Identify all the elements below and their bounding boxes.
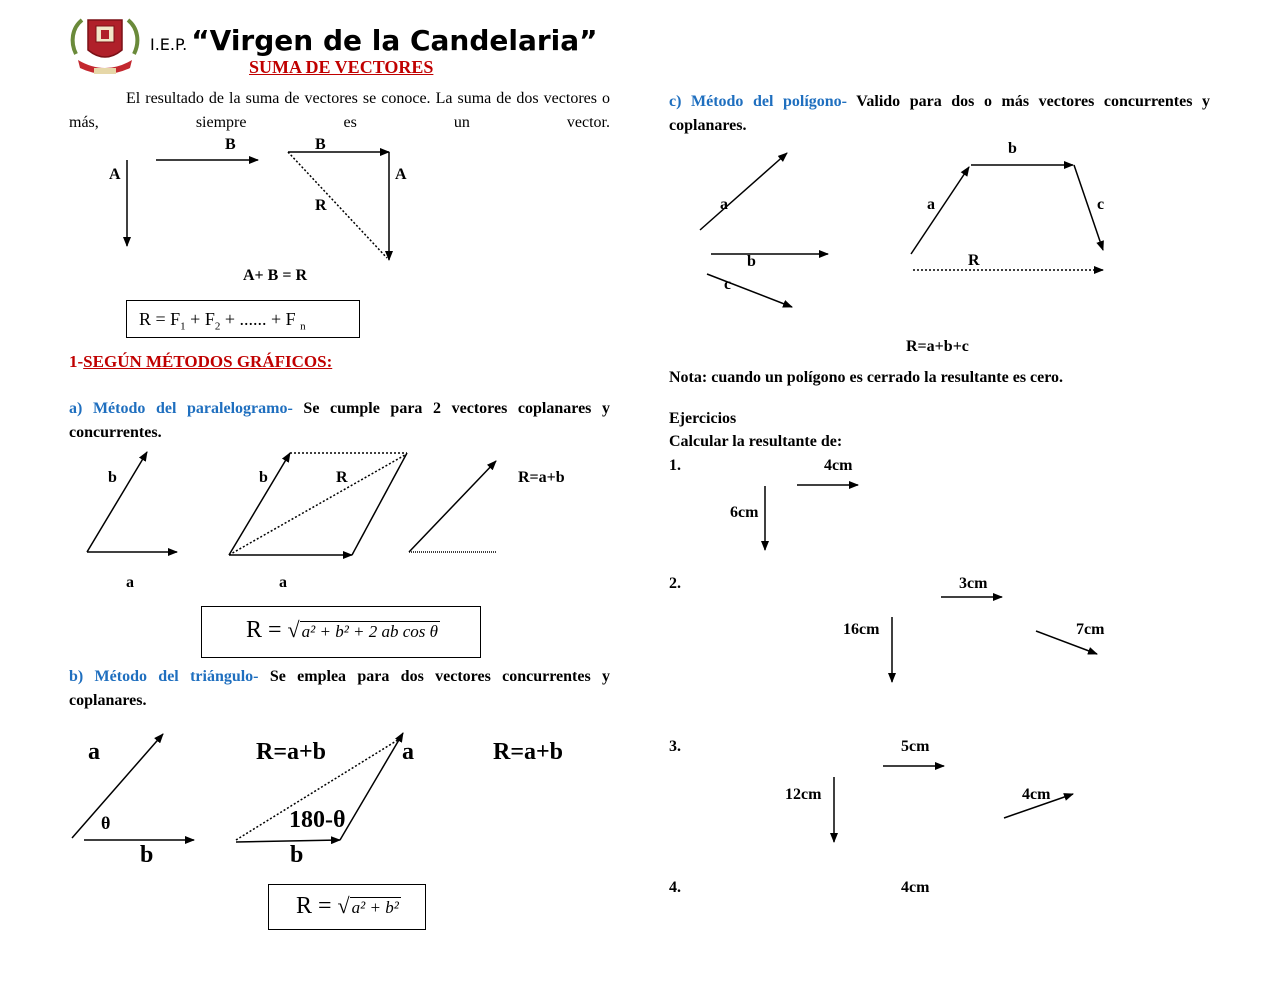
school-crest-icon — [70, 18, 140, 74]
resultant-dotted-line — [287, 151, 388, 259]
label-a: a — [279, 574, 287, 591]
method-c-paragraph: c) Método del polígono- Valido para dos … — [669, 90, 1210, 162]
school-header: I.E.P. “Virgen de la Candelaria” — [150, 24, 598, 57]
school-name: “Virgen de la Candelaria” — [191, 24, 598, 57]
exercises-title: Ejercicios — [669, 410, 737, 427]
label-b: b — [747, 253, 756, 270]
vector-b-arrow — [228, 452, 291, 556]
polygon-diagram — [699, 152, 1104, 308]
vector-magnitude: 16cm — [843, 621, 880, 638]
triangle-diagram — [71, 732, 404, 845]
parallel-right-line — [351, 452, 408, 556]
exercise-number: 1. — [669, 457, 681, 474]
label-b: b — [1008, 140, 1017, 157]
result-label: R=a+b — [256, 739, 327, 765]
method-b-paragraph: b) Método del triángulo- Se emplea para … — [69, 665, 610, 737]
label-a: a — [88, 739, 100, 765]
label-a: a — [402, 739, 414, 765]
method-c-description: Valido para dos o más vectores concurren… — [669, 93, 1210, 134]
vector-a-arrow — [910, 166, 970, 255]
label-c: c — [724, 276, 732, 293]
exercise-diagrams — [761, 481, 1098, 843]
label-a: a — [720, 196, 728, 213]
ex2-7cm-arrow — [1035, 630, 1098, 655]
exercise-number: 2. — [669, 575, 681, 592]
school-prefix: I.E.P. — [150, 35, 188, 54]
label-r: R — [315, 197, 327, 214]
triangle-formula: R = √a² + b² — [296, 893, 401, 919]
vector-magnitude: 3cm — [959, 575, 988, 592]
vector-a-arrow — [699, 152, 788, 231]
parallelogram-formula: R = √a² + b² + 2 ab cos θ — [246, 617, 441, 643]
vector-b-arrow — [86, 451, 148, 553]
vector-magnitude: 4cm — [1022, 786, 1051, 803]
theta-label: θ — [101, 813, 111, 833]
sum-formula: R = F1 + F2 + ...... + F n — [139, 309, 306, 333]
polygon-equation: R=a+b+c — [906, 338, 969, 355]
label-a: a — [126, 574, 134, 591]
label-a: A — [395, 166, 407, 183]
result-label: R=a+b — [518, 469, 565, 486]
label-b: b — [108, 469, 117, 486]
polygon-note: Nota: cuando un polígono es cerrado la r… — [669, 369, 1064, 386]
label-b: b — [140, 842, 154, 868]
resultant-arrow — [408, 460, 497, 553]
method-c-label: c) Método del polígono- — [669, 93, 847, 110]
vector-magnitude: 12cm — [785, 786, 822, 803]
label-b: b — [259, 469, 268, 486]
parallelogram-diagram — [86, 451, 497, 559]
parallelogram-formula-box: R = √a² + b² + 2 ab cos θ — [201, 606, 481, 658]
page-title: SUMA DE VECTORES — [249, 57, 434, 77]
label-a: A — [109, 166, 121, 183]
school-logo — [68, 14, 142, 78]
result-label: R=a+b — [493, 739, 564, 765]
vector-c-arrow — [706, 273, 793, 308]
vector-magnitude: 7cm — [1076, 621, 1105, 638]
vector-magnitude: 5cm — [901, 738, 930, 755]
method-a-description: Se cumple para 2 vectores coplanares y c… — [69, 400, 611, 441]
label-b: b — [290, 842, 304, 868]
label-r: R — [336, 469, 348, 486]
intro-paragraph: El resultado de la suma de vectores se c… — [69, 87, 610, 159]
intro-vector-diagram — [123, 148, 393, 261]
method-a-paragraph: a) Método del paralelogramo- Se cumple p… — [69, 397, 610, 469]
method-b-label: b) Método del triángulo- — [69, 668, 259, 685]
label-c: c — [1097, 196, 1105, 213]
formula-radicand: a² + b² — [349, 897, 401, 917]
method-b-description: Se emplea para dos vectores concurrentes… — [69, 668, 611, 709]
resultant-dotted-line — [228, 454, 406, 556]
vector-a-arrow — [71, 733, 164, 839]
vector-magnitude: 4cm — [901, 879, 930, 896]
vector-a-arrow — [339, 732, 404, 841]
label-r: R — [968, 252, 980, 269]
exercise-number: 3. — [669, 738, 681, 755]
angle-label: 180-θ — [289, 807, 346, 833]
vector-magnitude: 4cm — [824, 457, 853, 474]
exercises-prompt: Calcular la resultante de: — [669, 433, 843, 450]
formula-radicand: a² + b² + 2 ab cos θ — [299, 621, 441, 641]
intro-equation: A+ B = R — [243, 267, 308, 284]
intro-text: El resultado de la suma de vectores se c… — [69, 90, 610, 131]
triangle-formula-box: R = √a² + b² — [268, 884, 426, 930]
ex3-4cm-arrow — [1003, 793, 1074, 819]
vector-b-arrow — [235, 836, 341, 845]
exercise-number: 4. — [669, 879, 681, 896]
vector-c-arrow — [1073, 164, 1104, 251]
sum-formula-box: R = F1 + F2 + ...... + F n — [126, 300, 360, 338]
resultant-dotted-line — [235, 737, 402, 841]
label-b: B — [315, 136, 326, 153]
method-a-label: a) Método del paralelogramo- — [69, 400, 293, 417]
vector-magnitude: 6cm — [730, 504, 759, 521]
label-a: a — [927, 196, 935, 213]
label-b: B — [225, 136, 236, 153]
section-heading: 1-SEGÚN MÉTODOS GRÁFICOS: — [69, 352, 333, 371]
